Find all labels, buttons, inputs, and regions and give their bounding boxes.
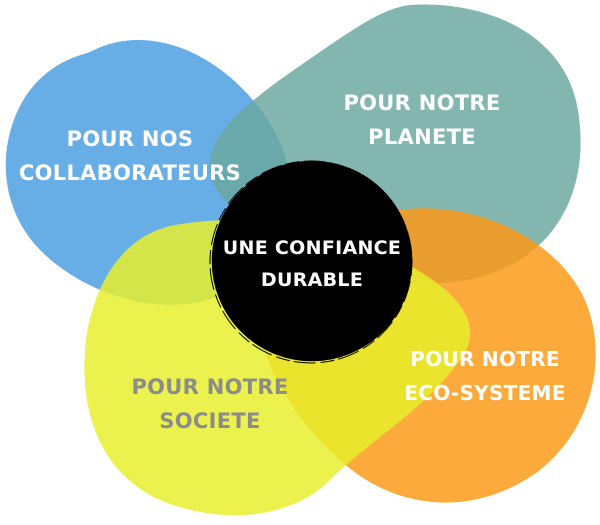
label-societe-line2: SOCIETE (159, 409, 261, 433)
label-ecosysteme-line2: ECO-SYSTEME (404, 381, 566, 405)
label-planete: POUR NOTRE PLANETE (322, 86, 522, 154)
label-planete-line1: POUR NOTRE (343, 91, 501, 115)
label-societe-line1: POUR NOTRE (131, 375, 289, 399)
label-center: UNE CONFIANCE DURABLE (212, 232, 412, 296)
label-collaborateurs-line1: POUR NOS (66, 127, 194, 151)
label-ecosysteme: POUR NOTRE ECO-SYSTEME (395, 342, 575, 410)
label-collaborateurs: POUR NOS COLLABORATEURS (10, 122, 250, 190)
center-circle (209, 160, 413, 364)
label-societe: POUR NOTRE SOCIETE (120, 370, 300, 438)
label-collaborateurs-line2: COLLABORATEURS (18, 161, 242, 185)
label-center-line1: UNE CONFIANCE (222, 237, 402, 259)
label-ecosysteme-line1: POUR NOTRE (410, 347, 560, 371)
label-planete-line2: PLANETE (368, 125, 476, 149)
label-center-line2: DURABLE (260, 269, 364, 291)
